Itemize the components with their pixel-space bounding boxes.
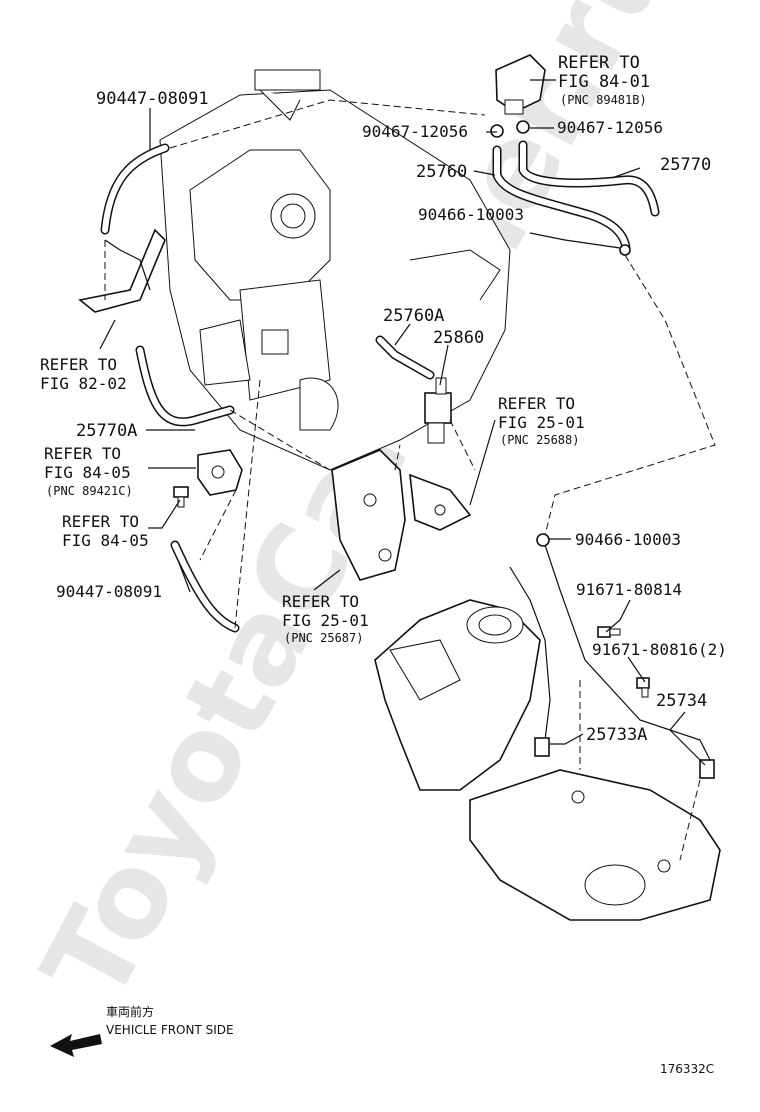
label-25770: 25770 bbox=[660, 155, 711, 175]
label-90466-10003-top: 90466-10003 bbox=[418, 205, 524, 224]
label-91671-80816: 91671-80816(2) bbox=[592, 640, 727, 659]
hose-25770A bbox=[135, 345, 235, 427]
rear-catalytic-converter bbox=[469, 769, 721, 921]
sensor-89421C bbox=[197, 449, 243, 496]
figure-id: 176332C bbox=[660, 1062, 714, 1076]
pipe-fig-82-02-rod bbox=[104, 239, 151, 291]
label-refer-fig-84-05-second: REFER TO bbox=[62, 512, 139, 531]
label-refer-fig-84-01: REFER TO bbox=[558, 53, 640, 73]
front-catalytic-converter bbox=[374, 599, 541, 791]
hose-25760 bbox=[492, 145, 631, 253]
clamp-90467-12056-right bbox=[516, 120, 530, 134]
label-refer-fig-84-05-fig: FIG 84-05 bbox=[44, 463, 131, 482]
label-refer-fig-84-01-fig: FIG 84-01 bbox=[558, 72, 650, 92]
oxygen-sensor-25734 bbox=[544, 544, 715, 779]
dashed-routes bbox=[104, 99, 716, 861]
bolt-fig-84-05 bbox=[173, 486, 189, 508]
arrow-left-icon bbox=[50, 1034, 102, 1057]
pressure-sensor-89481B bbox=[495, 54, 546, 115]
oxygen-sensor-25733A bbox=[509, 566, 551, 757]
bolt-91671-80814 bbox=[597, 626, 621, 638]
label-25733A: 25733A bbox=[586, 725, 647, 745]
hose-90447-08091-top bbox=[100, 143, 170, 235]
label-refer-fig-84-05: REFER TO bbox=[44, 444, 121, 463]
vehicle-front-side-label: VEHICLE FRONT SIDE bbox=[106, 1023, 234, 1037]
vehicle-front-japanese: 車両前方 bbox=[106, 1004, 154, 1019]
label-90447-08091-top: 90447-08091 bbox=[96, 89, 209, 109]
bracket-25688 bbox=[409, 473, 472, 531]
label-90467-12056-left: 90467-12056 bbox=[362, 122, 468, 141]
label-25734: 25734 bbox=[656, 691, 707, 711]
clamp-90467-12056-left bbox=[490, 124, 504, 138]
label-25760: 25760 bbox=[416, 162, 467, 182]
label-refer-fig-25-01-top: REFER TO bbox=[498, 394, 575, 413]
label-90447-08091-bottom: 90447-08091 bbox=[56, 582, 162, 601]
pipe-fig-82-02 bbox=[78, 228, 166, 313]
leader-lines bbox=[99, 79, 706, 766]
label-90466-10003-bottom: 90466-10003 bbox=[575, 530, 681, 549]
hose-25770 bbox=[518, 140, 660, 217]
label-refer-fig-25-01-bottom-pnc: (PNC 25687) bbox=[284, 631, 363, 645]
label-90467-12056-right: 90467-12056 bbox=[557, 118, 663, 137]
label-refer-fig-25-01-top-fig: FIG 25-01 bbox=[498, 413, 585, 432]
bolt-91671-80816 bbox=[636, 677, 650, 698]
clamp-90466-10003-top bbox=[619, 244, 631, 256]
label-refer-fig-25-01-top-pnc: (PNC 25688) bbox=[500, 433, 579, 447]
label-refer-fig-84-01-pnc: (PNC 89481B) bbox=[560, 93, 647, 107]
label-25860: 25860 bbox=[433, 328, 484, 348]
label-refer-fig-84-05-second-fig: FIG 84-05 bbox=[62, 531, 149, 550]
vsv-25860 bbox=[424, 377, 452, 444]
label-refer-fig-82-02-fig: FIG 82-02 bbox=[40, 374, 127, 393]
label-91671-80814: 91671-80814 bbox=[576, 580, 682, 599]
hose-90447-08091-bottom bbox=[170, 540, 240, 633]
bracket-25687 bbox=[331, 449, 406, 581]
clamp-90466-10003-bottom bbox=[536, 533, 550, 547]
label-refer-fig-84-05-pnc: (PNC 89421C) bbox=[46, 484, 133, 498]
label-25770A: 25770A bbox=[76, 421, 137, 441]
hose-25760A bbox=[375, 335, 435, 380]
label-refer-fig-25-01-bottom: REFER TO bbox=[282, 592, 359, 611]
label-refer-fig-82-02: REFER TO bbox=[40, 355, 117, 374]
label-25760A: 25760A bbox=[383, 306, 444, 326]
label-refer-fig-25-01-bottom-fig: FIG 25-01 bbox=[282, 611, 369, 630]
